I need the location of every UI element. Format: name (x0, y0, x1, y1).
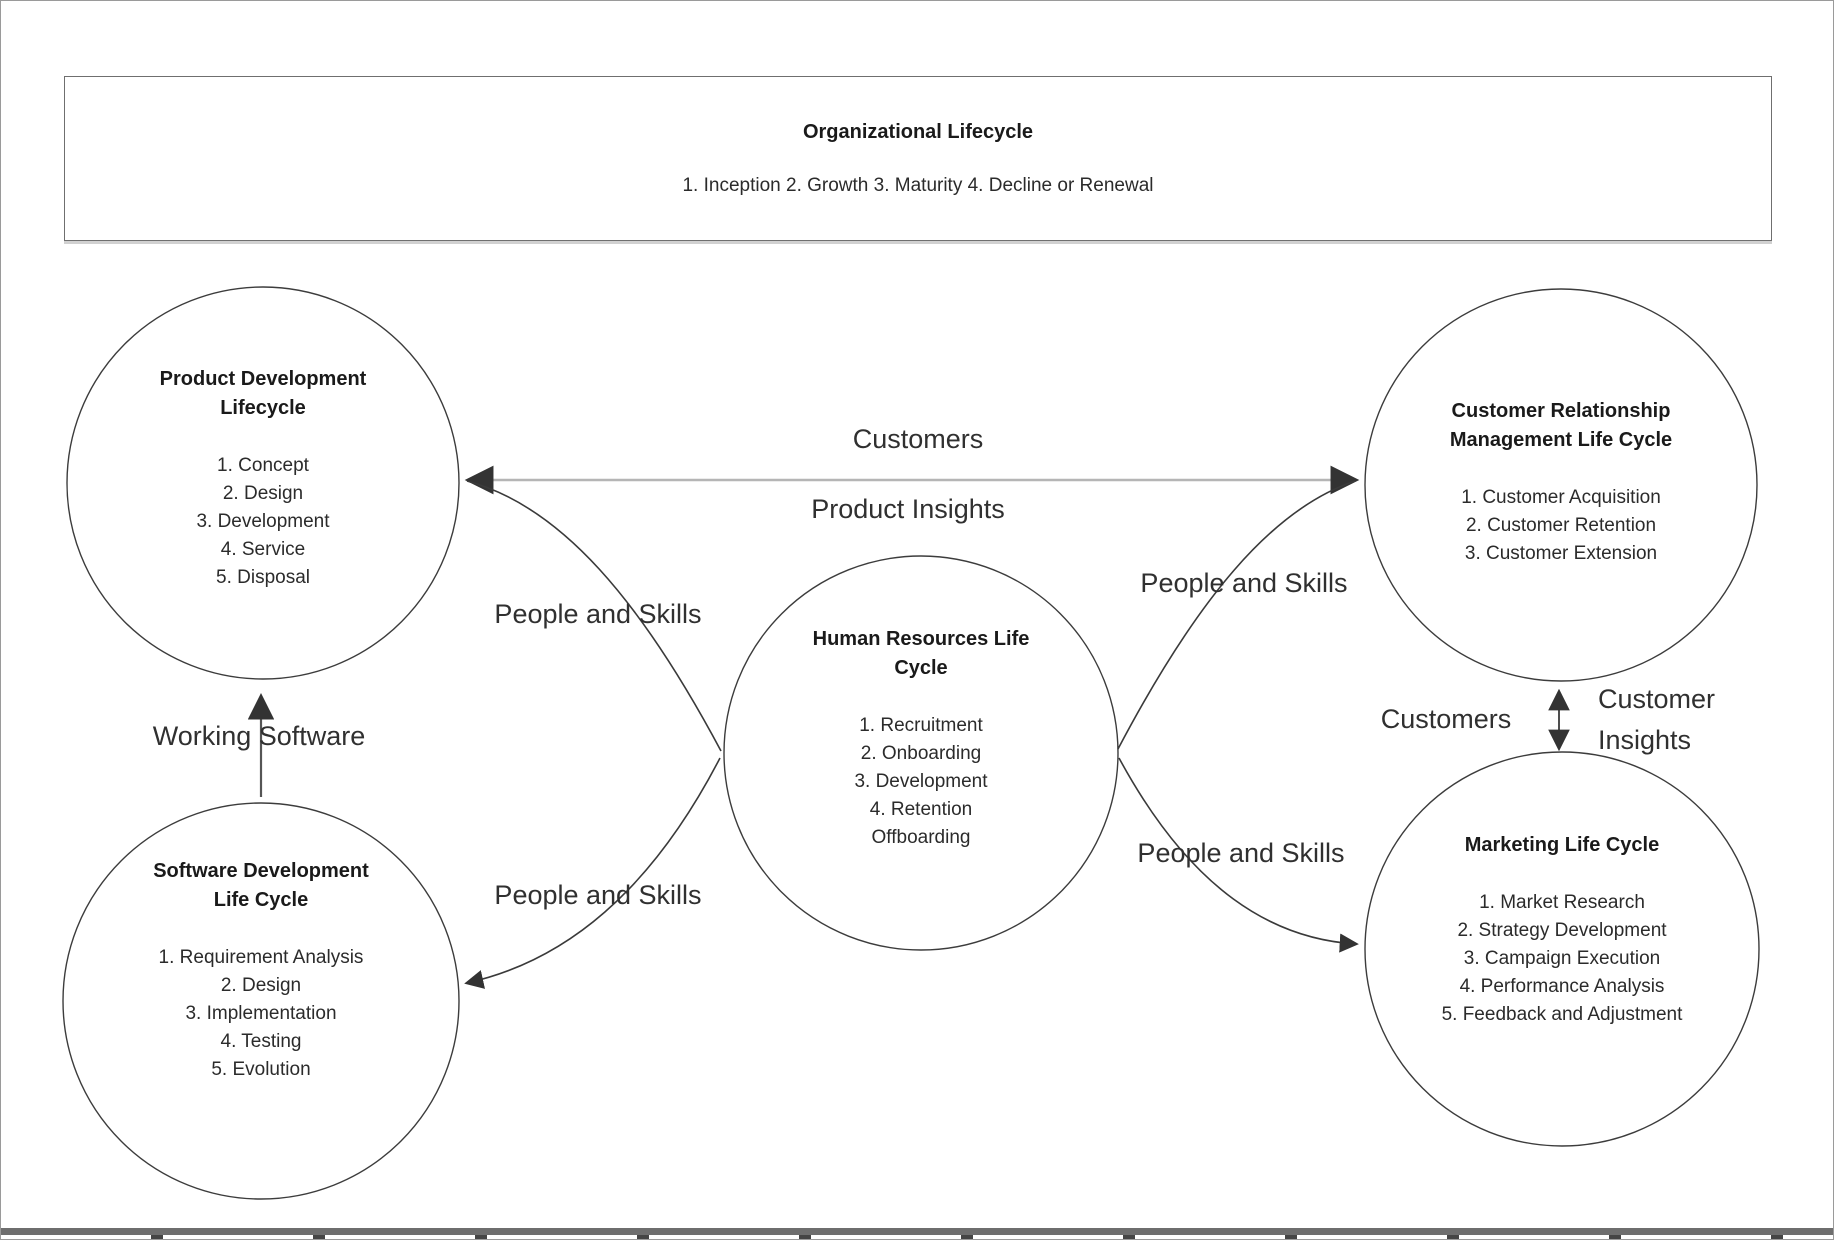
list-item: 5. Evolution (211, 1059, 311, 1080)
list-item: 2. Customer Retention (1465, 515, 1657, 536)
list-item: 5. Disposal (216, 567, 310, 588)
working-software-label: Working Software (152, 721, 366, 751)
list-item: 5. Feedback and Adjustment (1441, 1004, 1683, 1025)
software-development-list: 1. Requirement Analysis 2. Design 3. Imple… (96, 944, 426, 1084)
crm-title: Customer Relationship Management Life Cy… (1449, 400, 1673, 451)
hr-to-product-edge (466, 480, 722, 752)
crm-list: 1. Customer Acquisition 2. Customer Reten… (1396, 484, 1726, 568)
customer-insights-line1: Customer (1598, 684, 1716, 714)
list-item: 1. Concept (217, 455, 309, 476)
people-skills-label-lower-left: People and Skills (494, 880, 702, 910)
product-development-node (66, 286, 460, 680)
list-item: 1. Market Research (1479, 892, 1645, 913)
list-item: 4. Retention (869, 799, 973, 820)
marketing-text: Marketing Life Cycle 1. Market Research 2… (1352, 831, 1772, 1029)
list-item: Offboarding (871, 827, 971, 848)
software-development-text: Software Development Life Cycle 1. Requi… (96, 857, 426, 1084)
list-item: 2. Strategy Development (1457, 920, 1667, 941)
crm-node (1364, 288, 1758, 682)
list-item: 4. Testing (220, 1031, 302, 1052)
list-item: 1. Recruitment (859, 715, 983, 736)
people-skills-label-lower-right: People and Skills (1137, 838, 1345, 868)
hr-to-software-edge (464, 757, 721, 989)
list-item: 1. Customer Acquisition (1461, 487, 1661, 508)
organizational-lifecycle-stages: 1. Inception 2. Growth 3. Maturity 4. De… (682, 175, 1154, 196)
people-skills-label-upper-left: People and Skills (494, 599, 702, 629)
marketing-title: Marketing Life Cycle (1464, 834, 1660, 856)
list-item: 4. Performance Analysis (1459, 976, 1665, 997)
marketing-node (1364, 751, 1760, 1147)
customers-right-label: Customers (1380, 704, 1512, 734)
hr-to-marketing-edge (1118, 757, 1359, 953)
product-development-list: 1. Concept 2. Design 3. Development 4. Serv… (98, 452, 428, 592)
organizational-lifecycle-title: Organizational Lifecycle (802, 121, 1034, 143)
people-skills-label-upper-right: People and Skills (1140, 568, 1348, 598)
list-item: 2. Onboarding (860, 743, 982, 764)
software-development-title: Software Development Life Cycle (153, 860, 369, 911)
customer-insights-line2: Insights (1598, 725, 1692, 755)
bottom-frame-bar (1, 1228, 1833, 1235)
customers-top-label: Customers (852, 424, 984, 454)
customer-insights-label: Customer Insights (1598, 679, 1715, 761)
software-development-node (62, 802, 460, 1200)
list-item: 3. Implementation (185, 1003, 337, 1024)
list-item: 3. Development (196, 511, 330, 532)
crm-text: Customer Relationship Management Life Cy… (1396, 397, 1726, 568)
list-item: 3. Customer Extension (1464, 543, 1658, 564)
human-resources-text: Human Resources Life Cycle 1. Recruitmen… (756, 625, 1086, 852)
marketing-list: 1. Market Research 2. Strategy Developmen… (1352, 889, 1772, 1029)
list-item: 2. Design (222, 483, 304, 504)
human-resources-node (723, 555, 1119, 951)
list-item: 3. Campaign Execution (1463, 948, 1661, 969)
list-item: 1. Requirement Analysis (158, 947, 364, 968)
list-item: 3. Development (854, 771, 988, 792)
list-item: 2. Design (220, 975, 302, 996)
product-development-text: Product Development Lifecycle 1. Concept… (98, 365, 428, 592)
product-insights-label: Product Insights (811, 494, 1005, 524)
human-resources-list: 1. Recruitment 2. Onboarding 3. Developmen… (756, 712, 1086, 852)
human-resources-title: Human Resources Life Cycle (812, 628, 1030, 679)
hr-to-crm-edge (1117, 480, 1356, 750)
bottom-frame-ticks (1, 1235, 1833, 1239)
product-development-title: Product Development Lifecycle (159, 368, 367, 419)
list-item: 4. Service (220, 539, 306, 560)
organizational-lifecycle-box: Organizational Lifecycle 1. Inception 2.… (64, 76, 1772, 241)
